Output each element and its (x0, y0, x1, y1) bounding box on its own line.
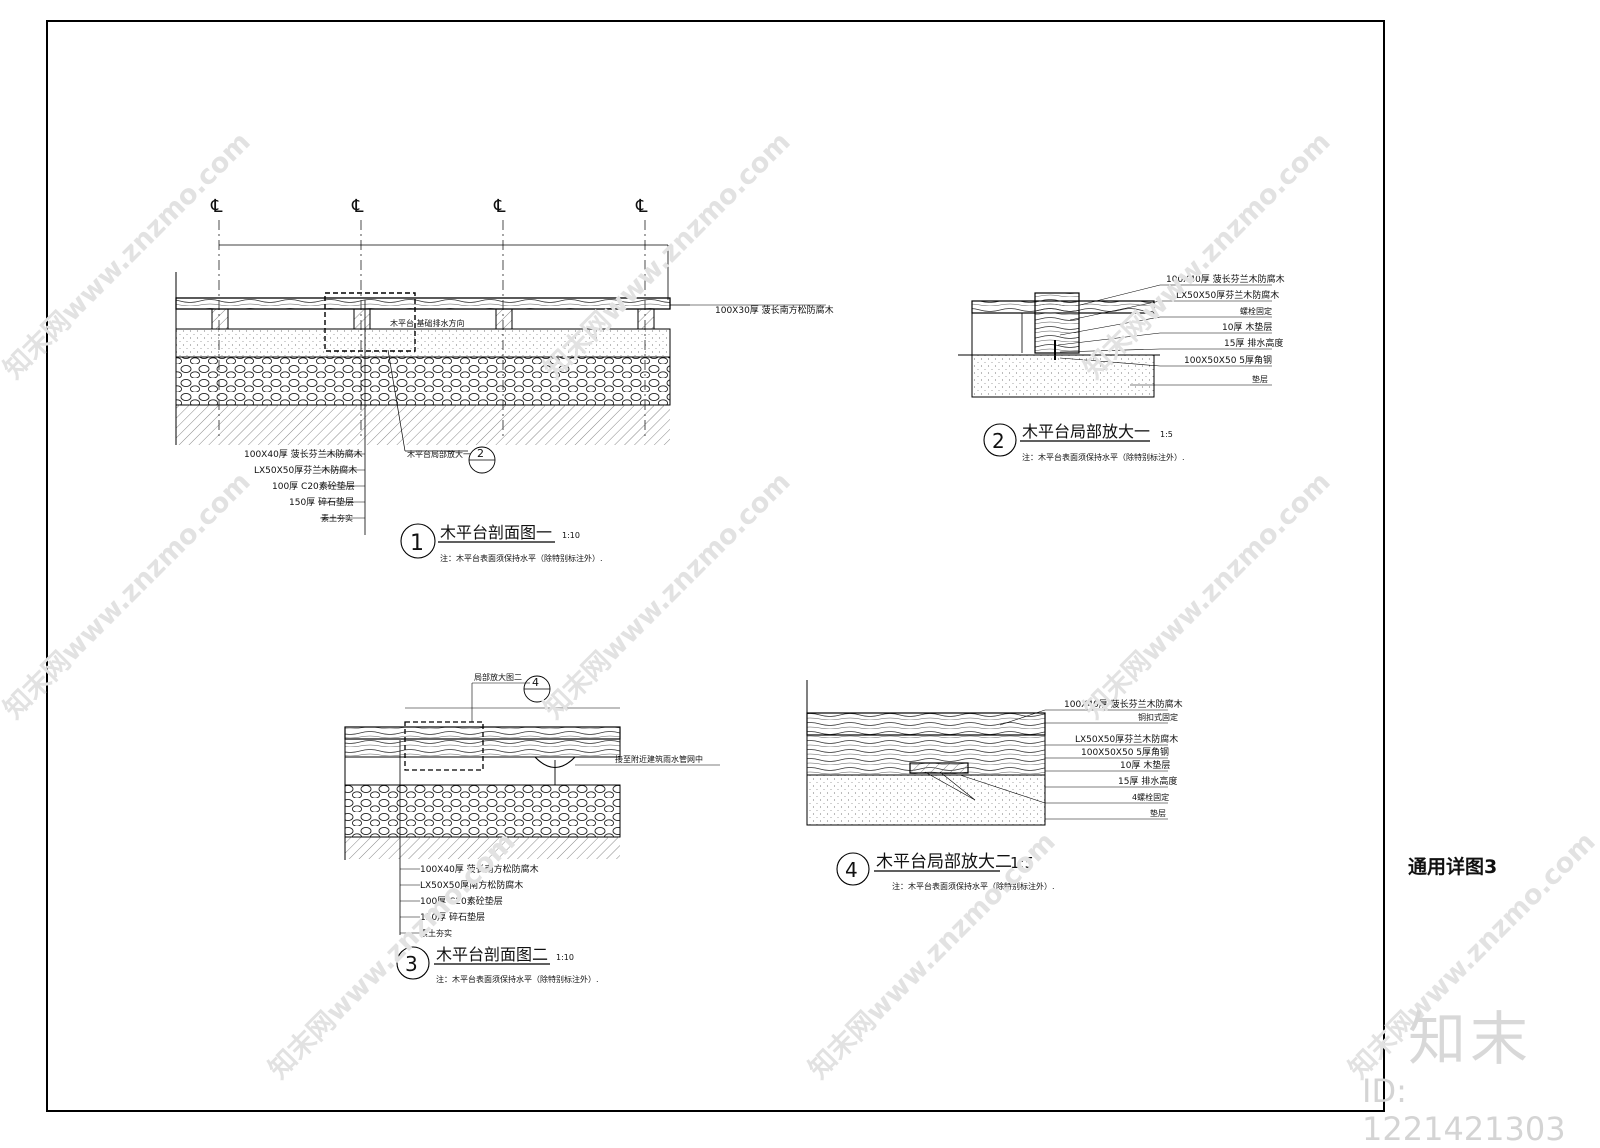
layer-labels: 100X40厚 菠长南方松防腐木 LX50X50厚南方松防腐木 100厚 C20… (400, 863, 539, 938)
watermark-text: 知末网www.znzmo.com (1078, 126, 1337, 385)
detail-label: 10厚 木垫层 (1222, 321, 1272, 333)
resource-id: ID: 1221421303 (1362, 1072, 1566, 1148)
layer-label: LX50X50厚南方松防腐木 (420, 879, 523, 891)
section-number-circle (396, 946, 430, 980)
section-number-circle (983, 423, 1017, 457)
section-title: 木平台剖面图二 (436, 945, 548, 964)
sheet-border (46, 20, 1385, 1112)
compacted-soil (176, 405, 670, 445)
drain-direction-label: 木平台 基础排水方向 (390, 318, 465, 328)
section-note: 注：木平台表面须保持水平（除特别标注外）. (440, 553, 603, 563)
layer-label: 素土夯实 (321, 513, 353, 523)
detail-label: 100X50X50 5厚角钢 (1081, 746, 1169, 758)
section-note: 注：木平台表面须保持水平（除特别标注外）. (892, 881, 1055, 891)
detail-label: 10厚 木垫层 (1120, 759, 1170, 771)
detail-label: 铜扣式固定 (1138, 712, 1178, 722)
layer-label: 100厚 C20素砼垫层 (420, 895, 503, 907)
section-number: 3 (405, 952, 418, 976)
section-scale: 1:10 (562, 531, 580, 540)
detail-label: 100X50X50 5厚角钢 (1184, 354, 1272, 366)
drain-label: 接至附近建筑雨水管网中 (615, 754, 703, 764)
section-title: 木平台局部放大二 (876, 852, 1012, 872)
layer-label: 100X40厚 菠长芬兰木防腐木 (244, 448, 363, 460)
layer-label: 150厚 碎石垫层 (289, 496, 354, 508)
layer-label: 150厚 碎石垫层 (420, 911, 485, 923)
centerline-mark: ℄ (493, 196, 506, 217)
deck-board (806, 712, 1046, 736)
joist (1034, 292, 1080, 354)
watermark-text: 知末网www.znzmo.com (0, 466, 257, 725)
section-scale: 1:10 (556, 953, 574, 962)
detail-2-labels: 100X40厚 菠长芬兰木防腐木 LX50X50厚芬兰木防腐木 螺栓固定 10厚… (1057, 273, 1285, 386)
detail-label: 垫层 (1150, 808, 1166, 818)
detail-label: 15厚 排水高度 (1118, 775, 1177, 787)
detail-box (404, 721, 484, 771)
gravel-layer (344, 784, 621, 838)
centerline-mark: ℄ (635, 196, 648, 217)
section-scale: 1:5 (1160, 430, 1173, 439)
detail-4-labels: 100X40厚 菠长芬兰木防腐木 铜扣式固定 LX50X50厚芬兰木防腐木 10… (924, 698, 1183, 820)
section-number: 2 (992, 429, 1005, 453)
section-note: 注：木平台表面须保持水平（除特别标注外）. (1022, 452, 1185, 462)
detail-label: 100X40厚 菠长芬兰木防腐木 (1166, 273, 1285, 285)
section-number-circle (400, 523, 436, 559)
section-4-drawing: 100X40厚 菠长芬兰木防腐木 铜扣式固定 LX50X50厚芬兰木防腐木 10… (806, 680, 1183, 891)
section-note: 注：木平台表面须保持水平（除特别标注外）. (436, 974, 599, 984)
section-1-drawing: ℄ ℄ ℄ ℄ 木平台 基础排水方向 100X30厚 菠长南方松防腐木 (175, 196, 834, 563)
layer-label: 100厚 C20素砼垫层 (272, 480, 355, 492)
concrete-base (806, 774, 1046, 826)
compacted-soil (345, 837, 620, 859)
centerline-mark: ℄ (210, 196, 223, 217)
section-number-circle (836, 852, 870, 886)
callout-number: 2 (477, 447, 484, 460)
section-scale: 1:5 (1010, 854, 1034, 872)
detail-label: 垫层 (1252, 374, 1268, 384)
layer-label: LX50X50厚芬兰木防腐木 (254, 464, 357, 476)
detail-label: LX50X50厚芬兰木防腐木 (1075, 733, 1178, 745)
detail-label: 4螺栓固定 (1132, 792, 1169, 802)
detail-label: 螺栓固定 (1240, 306, 1272, 316)
detail-label: 100X40厚 菠长芬兰木防腐木 (1064, 698, 1183, 710)
brand-logo: 知末 (1408, 1005, 1533, 1073)
callout-number: 4 (532, 676, 539, 689)
section-3-drawing: 局部放大图二 4 接至附近建筑雨水管网中 100X40厚 菠长南方松防腐木 LX… (344, 672, 720, 984)
detail-label: 15厚 排水高度 (1224, 337, 1283, 349)
section-number: 1 (410, 531, 424, 556)
concrete-base (971, 354, 1155, 398)
layer-label: 100X40厚 菠长南方松防腐木 (420, 863, 539, 875)
watermark-text: 知末网www.znzmo.com (538, 466, 797, 725)
layer-label: 素土夯实 (420, 928, 452, 938)
section-title: 木平台局部放大一 (1022, 422, 1150, 441)
sheet-title: 通用详图3 (1408, 856, 1498, 878)
section-number: 4 (845, 858, 858, 882)
callout-text: 局部放大图二 (474, 672, 522, 682)
detail-box (324, 292, 416, 352)
layer-labels: 100X40厚 菠长芬兰木防腐木 LX50X50厚芬兰木防腐木 100厚 C20… (244, 448, 365, 523)
detail-label: LX50X50厚芬兰木防腐木 (1176, 289, 1279, 301)
gravel-layer (175, 356, 671, 406)
watermark-text: 知末网www.znzmo.com (1078, 466, 1337, 725)
centerline-mark: ℄ (351, 196, 364, 217)
deck-board-label: 100X30厚 菠长南方松防腐木 (715, 304, 834, 316)
steel-angle (909, 762, 969, 774)
section-2-drawing: 100X40厚 菠长芬兰木防腐木 LX50X50厚芬兰木防腐木 螺栓固定 10厚… (958, 273, 1285, 462)
section-title: 木平台剖面图一 (440, 523, 552, 542)
watermarks: 知末网www.znzmo.com 知末网www.znzmo.com 知末网www… (0, 126, 1600, 1085)
callout-text: 木平台局部放大一 (407, 449, 471, 459)
